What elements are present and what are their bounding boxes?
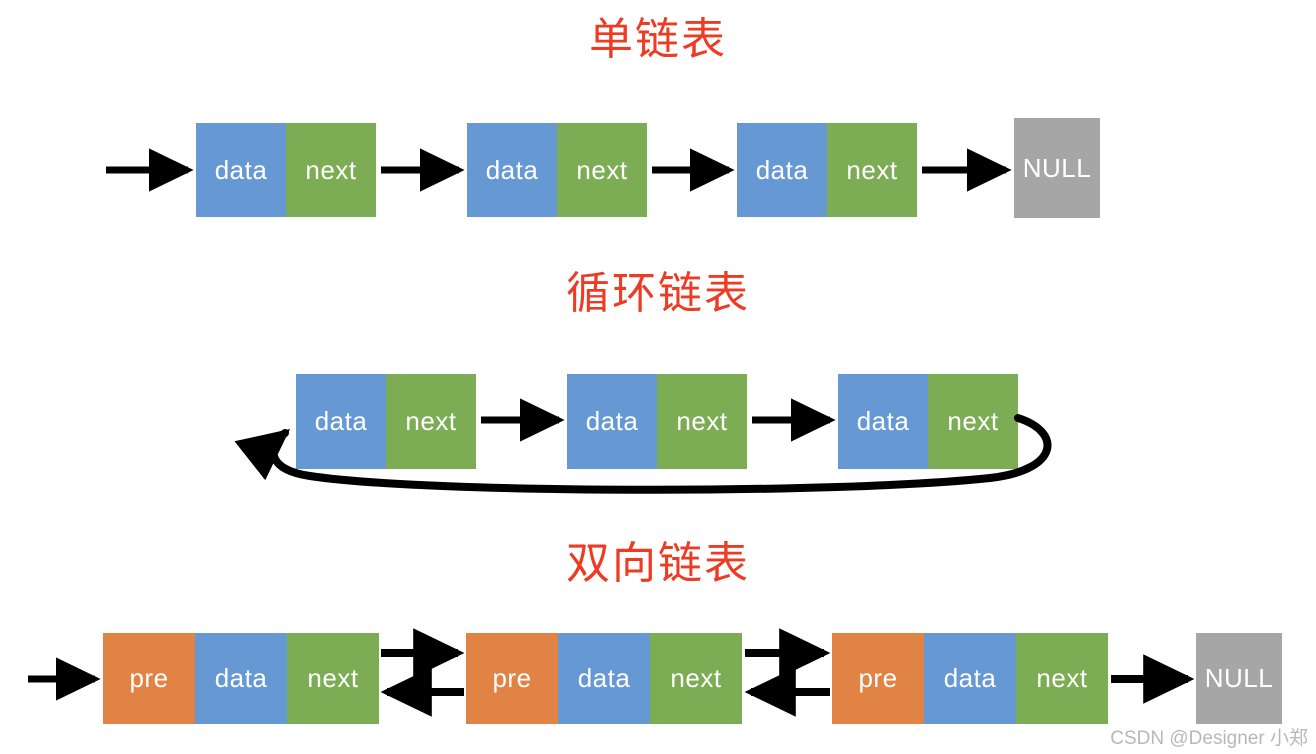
node-cell-next: next: [650, 633, 742, 724]
node-cell-next: next: [1016, 633, 1108, 724]
node-cell-next: next: [557, 123, 647, 217]
node-cell-pre: pre: [103, 633, 195, 724]
node-cell-data: data: [924, 633, 1016, 724]
section-title-circular-linked-list: 循环链表: [566, 269, 750, 318]
node-cell-next: next: [657, 374, 747, 469]
list-node: data next: [567, 374, 747, 469]
node-cell-data: data: [467, 123, 557, 217]
node-cell-next: next: [286, 123, 376, 217]
list-node: data next: [838, 374, 1018, 469]
node-cell-next: next: [827, 123, 917, 217]
list-node: pre data next: [103, 633, 379, 724]
watermark: CSDN @Designer 小郑: [1110, 728, 1308, 749]
node-cell-next: next: [287, 633, 379, 724]
section-title-doubly-linked-list: 双向链表: [566, 539, 750, 588]
section-title-singly-linked-list: 单链表: [589, 15, 727, 64]
node-cell-data: data: [196, 123, 286, 217]
list-node: data next: [737, 123, 917, 217]
node-cell-data: data: [838, 374, 928, 469]
node-cell-data: data: [567, 374, 657, 469]
node-cell-pre: pre: [832, 633, 924, 724]
list-node: pre data next: [832, 633, 1108, 724]
node-cell-data: data: [558, 633, 650, 724]
node-cell-next: next: [928, 374, 1018, 469]
node-cell-data: data: [737, 123, 827, 217]
null-terminator: NULL: [1196, 633, 1282, 724]
list-node: pre data next: [466, 633, 742, 724]
list-node: data next: [196, 123, 376, 217]
null-terminator: NULL: [1014, 118, 1100, 218]
node-cell-pre: pre: [466, 633, 558, 724]
list-node: data next: [467, 123, 647, 217]
node-cell-data: data: [296, 374, 386, 469]
list-node: data next: [296, 374, 476, 469]
node-cell-next: next: [386, 374, 476, 469]
node-cell-data: data: [195, 633, 287, 724]
